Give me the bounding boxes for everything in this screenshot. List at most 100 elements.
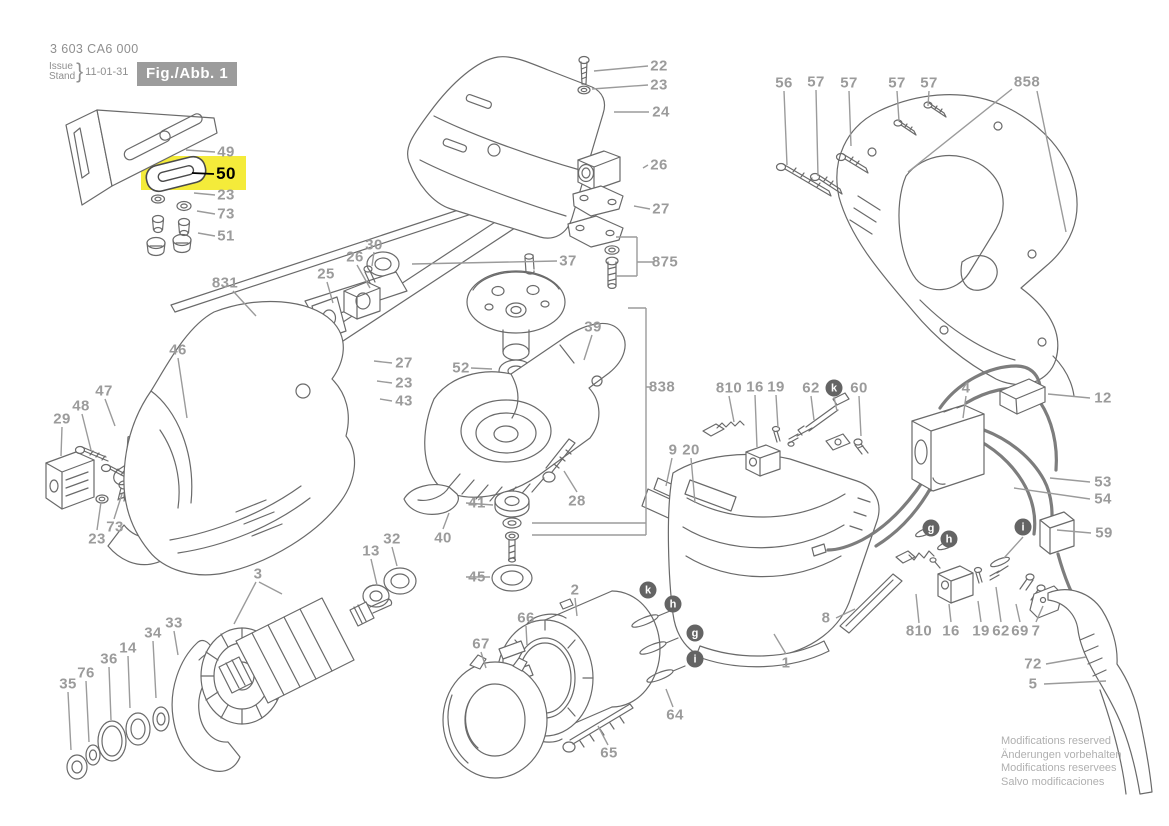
part-label-26[interactable]: 26 xyxy=(346,248,364,266)
part-label-14[interactable]: 14 xyxy=(119,639,137,657)
drawing-part-50-plate xyxy=(145,155,207,193)
part-label-51[interactable]: 51 xyxy=(217,227,235,245)
part-label-810[interactable]: 810 xyxy=(715,379,743,397)
part-label-28[interactable]: 28 xyxy=(568,492,586,510)
part-label-67[interactable]: 67 xyxy=(472,635,490,653)
part-label-838[interactable]: 838 xyxy=(648,378,676,396)
drawing-field-housing xyxy=(641,453,903,668)
drawing-guide-block-plates xyxy=(366,150,624,290)
part-label-33[interactable]: 33 xyxy=(165,614,183,632)
part-label-32[interactable]: 32 xyxy=(383,530,401,548)
drawing-armature xyxy=(66,597,393,780)
part-label-73[interactable]: 73 xyxy=(217,205,235,223)
part-label-24[interactable]: 24 xyxy=(652,103,670,121)
leader-line-highlighted xyxy=(191,172,215,175)
part-label-2[interactable]: 2 xyxy=(570,581,580,599)
part-label-36[interactable]: 36 xyxy=(100,650,118,668)
part-label-23[interactable]: 23 xyxy=(650,76,668,94)
notice-line-en: Modifications reserved xyxy=(1001,735,1112,747)
part-label-47[interactable]: 47 xyxy=(95,382,113,400)
letter-marker-h: h xyxy=(664,595,682,613)
issue-brace: } xyxy=(76,60,84,83)
part-label-60[interactable]: 60 xyxy=(850,379,868,397)
part-label-3[interactable]: 3 xyxy=(253,565,263,583)
part-label-54[interactable]: 54 xyxy=(1094,490,1112,508)
part-label-57[interactable]: 57 xyxy=(920,74,938,92)
part-label-22[interactable]: 22 xyxy=(650,57,668,75)
part-label-41[interactable]: 41 xyxy=(468,494,486,512)
part-label-30[interactable]: 30 xyxy=(365,236,383,254)
part-label-35[interactable]: 35 xyxy=(59,675,77,693)
part-label-4[interactable]: 4 xyxy=(961,379,971,397)
notice-line-fr: Modifications reservees xyxy=(1001,762,1117,774)
part-label-13[interactable]: 13 xyxy=(362,542,380,560)
part-label-875[interactable]: 875 xyxy=(651,253,679,271)
part-label-62[interactable]: 62 xyxy=(802,379,820,397)
part-label-20[interactable]: 20 xyxy=(682,441,700,459)
drawing-front-housing xyxy=(123,300,356,576)
part-label-16[interactable]: 16 xyxy=(746,378,764,396)
part-label-34[interactable]: 34 xyxy=(144,624,162,642)
part-label-858[interactable]: 858 xyxy=(1013,73,1041,91)
drawing-end-cap xyxy=(442,654,548,779)
part-label-7[interactable]: 7 xyxy=(1031,622,1041,640)
part-label-62[interactable]: 62 xyxy=(992,622,1010,640)
part-label-52[interactable]: 52 xyxy=(452,359,470,377)
leader-lines xyxy=(60,65,1107,751)
part-label-37[interactable]: 37 xyxy=(559,252,577,270)
part-label-66[interactable]: 66 xyxy=(517,609,535,627)
part-label-1[interactable]: 1 xyxy=(781,654,791,672)
part-label-27[interactable]: 27 xyxy=(395,354,413,372)
part-label-48[interactable]: 48 xyxy=(72,397,90,415)
drawing-brush-holder-lower xyxy=(895,526,1063,619)
figure-badge: Fig./Abb. 1 xyxy=(137,62,238,86)
part-label-53[interactable]: 53 xyxy=(1094,473,1112,491)
letter-marker-g: g xyxy=(686,624,704,642)
part-label-49[interactable]: 49 xyxy=(217,143,235,161)
part-label-76[interactable]: 76 xyxy=(77,664,95,682)
part-label-39[interactable]: 39 xyxy=(584,318,602,336)
part-label-29[interactable]: 29 xyxy=(53,410,71,428)
notice-line-es: Salvo modificaciones xyxy=(1001,775,1105,788)
part-label-46[interactable]: 46 xyxy=(169,341,187,359)
part-label-50-highlighted[interactable]: 50 xyxy=(216,164,236,183)
part-label-43[interactable]: 43 xyxy=(395,392,413,410)
drawing-brush-rods xyxy=(562,610,686,753)
drawing-gearbox-housing xyxy=(424,322,626,502)
part-label-23[interactable]: 23 xyxy=(395,374,413,392)
part-label-8[interactable]: 8 xyxy=(821,609,831,627)
part-label-73[interactable]: 73 xyxy=(106,518,124,536)
part-label-57[interactable]: 57 xyxy=(840,74,858,92)
part-label-26[interactable]: 26 xyxy=(650,156,668,174)
part-label-27[interactable]: 27 xyxy=(652,200,670,218)
part-label-5[interactable]: 5 xyxy=(1028,675,1038,693)
part-label-65[interactable]: 65 xyxy=(600,744,618,762)
part-label-64[interactable]: 64 xyxy=(666,706,684,724)
part-label-69[interactable]: 69 xyxy=(1011,622,1029,640)
part-label-56[interactable]: 56 xyxy=(775,74,793,92)
part-label-810[interactable]: 810 xyxy=(905,622,933,640)
part-label-23[interactable]: 23 xyxy=(88,530,106,548)
part-label-9[interactable]: 9 xyxy=(668,441,678,459)
letter-marker-h: h xyxy=(940,530,958,548)
part-label-59[interactable]: 59 xyxy=(1095,524,1113,542)
part-label-57[interactable]: 57 xyxy=(807,73,825,91)
notice-line-de: Änderungen vorbehalten xyxy=(1001,748,1122,761)
part-label-19[interactable]: 19 xyxy=(767,378,785,396)
part-label-25[interactable]: 25 xyxy=(317,265,335,283)
issue-date-block: Issue Stand } 11-01-31 xyxy=(49,60,128,84)
drawing-foot-fasteners xyxy=(146,194,192,257)
part-label-57[interactable]: 57 xyxy=(888,74,906,92)
letter-marker-k: k xyxy=(639,581,657,599)
part-label-45[interactable]: 45 xyxy=(468,568,486,586)
letter-marker-g: g xyxy=(922,519,940,537)
part-label-16[interactable]: 16 xyxy=(942,622,960,640)
part-label-40[interactable]: 40 xyxy=(434,529,452,547)
part-label-19[interactable]: 19 xyxy=(972,622,990,640)
part-label-831[interactable]: 831 xyxy=(211,274,239,292)
part-label-23[interactable]: 23 xyxy=(217,186,235,204)
part-label-12[interactable]: 12 xyxy=(1094,389,1112,407)
part-label-72[interactable]: 72 xyxy=(1024,655,1042,673)
